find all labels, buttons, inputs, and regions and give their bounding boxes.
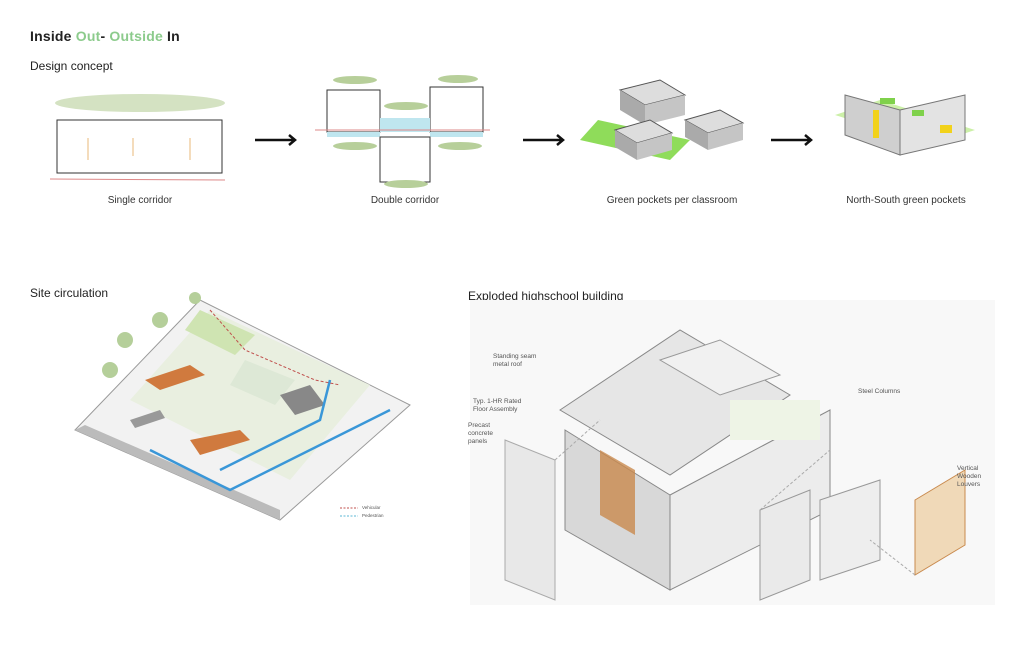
label-metal-roof: Standing seam metal roof [493,353,537,368]
single-corridor-sketch [49,94,226,181]
label-wooden-louvers: Vertical Wooden Louvers [957,465,982,488]
caption-double-corridor: Double corridor [370,195,440,206]
green-pockets-sketch [580,79,745,160]
legend-pedestrian: Pedestrian [362,513,384,518]
section-heading-site-circulation: Site circulation [30,286,109,300]
title-accent: Out [75,28,101,44]
board-title: Inside Out- Outside In [30,28,180,44]
exploded-building-axonometric [470,300,995,605]
section-heading-design-concept: Design concept [30,59,113,73]
caption-north-south: North-South green pockets [846,195,966,206]
title-text: In [162,28,180,44]
legend-vehicular: Vehicular [362,505,381,510]
arrow-icon [771,134,813,146]
title-accent: Outside [109,28,163,44]
caption-single-corridor: Single corridor [107,195,173,206]
label-floor-assembly: Typ. 1-HR Rated Floor Assembly [473,398,522,413]
label-precast-panels: Precast concrete panels [468,422,493,445]
north-south-pockets-sketch [835,94,975,156]
arrow-icon [255,134,297,146]
title-text: Inside [30,28,76,44]
concept-diagrams [49,75,975,188]
double-corridor-sketch [315,75,490,188]
label-steel-columns: Steel Columns [858,388,901,395]
arrow-icon [523,134,565,146]
caption-green-pockets: Green pockets per classroom [606,195,738,206]
section-heading-exploded: Exploded highschool building [468,289,624,303]
site-circulation-map [74,292,411,521]
title-text: - [100,28,110,44]
